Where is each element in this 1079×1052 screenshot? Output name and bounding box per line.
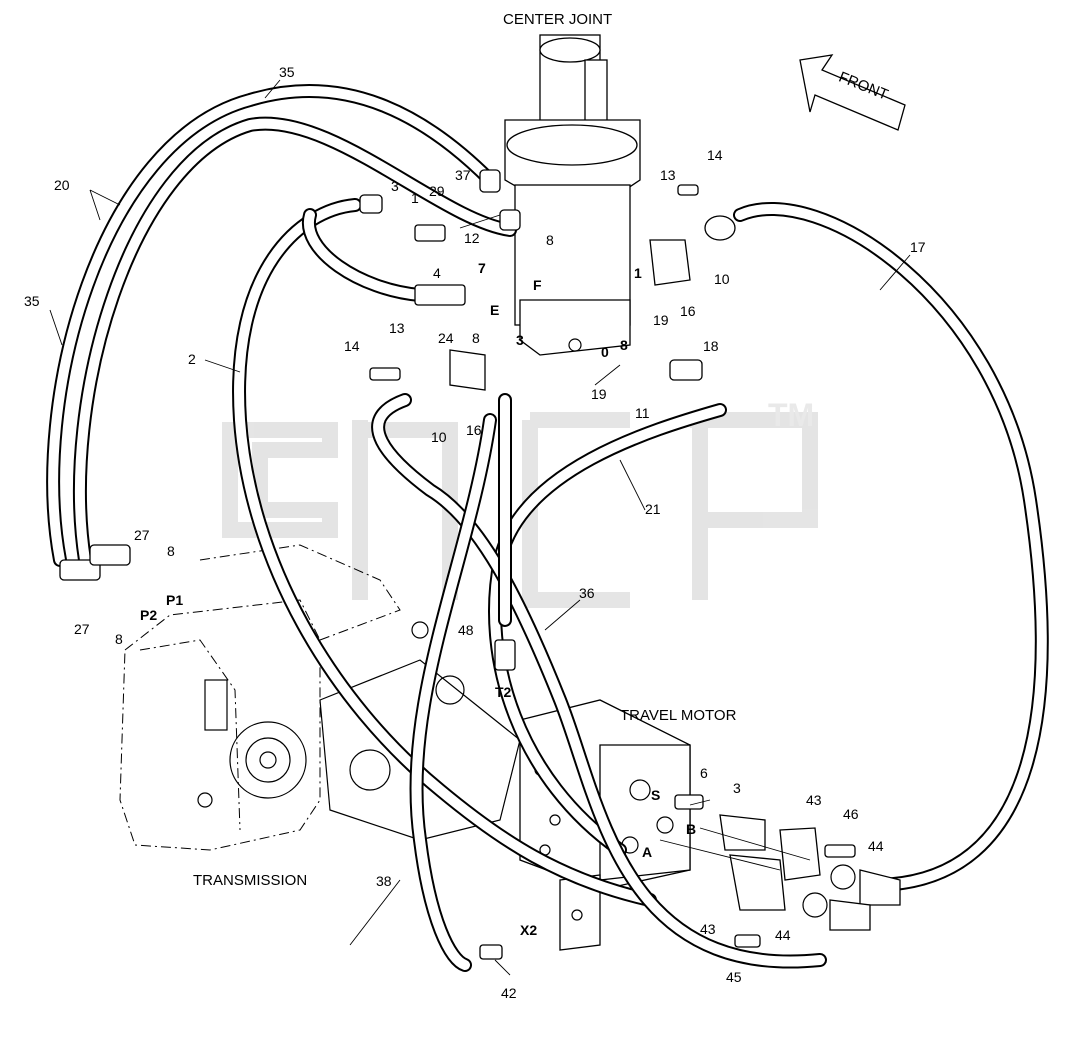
callout-24: 24 — [438, 330, 454, 346]
callout-8-upper: 8 — [546, 232, 554, 248]
callout-3-lower: 3 — [733, 780, 741, 796]
port-t2-label: T2 — [495, 684, 512, 700]
callout-8-mid: 8 — [472, 330, 480, 346]
callout-45: 45 — [726, 969, 742, 985]
hose-17 — [733, 202, 1049, 892]
hose-2 — [232, 198, 657, 907]
callout-35-top: 35 — [279, 64, 295, 80]
callout-44-lower: 44 — [775, 927, 791, 943]
callout-2: 2 — [188, 351, 196, 367]
callout-1: 1 — [411, 190, 419, 206]
callout-11: 11 — [635, 405, 650, 421]
callout-37: 37 — [455, 167, 471, 183]
callout-35-left: 35 — [24, 293, 40, 309]
hose-24-line — [301, 208, 427, 302]
port-1-label: 1 — [634, 265, 642, 281]
callout-48: 48 — [458, 622, 474, 638]
callouts: 35 35 20 2 3 1 29 37 12 4 8 24 8 13 14 1… — [24, 64, 926, 1001]
callout-27-lower: 27 — [74, 621, 90, 637]
callout-14-left: 14 — [344, 338, 360, 354]
port-7-label: 7 — [478, 260, 486, 276]
trademark-text: TM — [768, 397, 814, 433]
center-joint-body — [504, 34, 641, 356]
watermark: TM — [222, 397, 818, 608]
port-x2-label: X2 — [520, 922, 537, 938]
leader-lines — [49, 79, 911, 976]
callout-38: 38 — [376, 873, 392, 889]
port-e-label: E — [490, 302, 499, 318]
callout-16-left: 16 — [466, 422, 482, 438]
callout-19-lower: 19 — [591, 386, 607, 402]
travel-motor-title: TRAVEL MOTOR — [620, 707, 737, 724]
callout-10-left: 10 — [431, 429, 447, 445]
callout-36: 36 — [579, 585, 595, 601]
port-8-label: 8 — [620, 337, 628, 353]
callout-27-upper: 27 — [134, 527, 150, 543]
port-b-label: B — [686, 821, 696, 837]
port-a-label: A — [642, 844, 652, 860]
callout-3-upper: 3 — [391, 178, 399, 194]
transmission-title: TRANSMISSION — [193, 872, 307, 889]
center-joint-title: CENTER JOINT — [503, 11, 612, 28]
callout-18: 18 — [703, 338, 719, 354]
port-p1-label: P1 — [166, 592, 183, 608]
callout-17: 17 — [910, 239, 926, 255]
callout-4: 4 — [433, 265, 441, 281]
callout-6: 6 — [700, 765, 708, 781]
callout-43-upper: 43 — [806, 792, 822, 808]
callout-44-upper: 44 — [868, 838, 884, 854]
callout-29: 29 — [429, 183, 445, 199]
port-p2-label: P2 — [140, 607, 157, 623]
front-arrow: FRONT — [799, 54, 906, 131]
callout-14-right: 14 — [707, 147, 723, 163]
callout-16-right: 16 — [680, 303, 696, 319]
callout-8-p2: 8 — [115, 631, 123, 647]
callout-46: 46 — [843, 806, 859, 822]
fittings — [59, 169, 901, 960]
callout-8-p1: 8 — [167, 543, 175, 559]
callout-10-right: 10 — [714, 271, 730, 287]
callout-21: 21 — [645, 501, 661, 517]
callout-43-lower: 43 — [700, 921, 716, 937]
callout-42: 42 — [501, 985, 517, 1001]
hose-38 — [409, 413, 497, 972]
callout-13-right: 13 — [660, 167, 676, 183]
callout-19-upper: 19 — [653, 312, 669, 328]
callout-13-left: 13 — [389, 320, 405, 336]
hose-20 — [46, 84, 517, 567]
port-0-label: 0 — [601, 344, 609, 360]
callout-12: 12 — [464, 230, 480, 246]
port-3-label: 3 — [516, 332, 524, 348]
port-f-label: F — [533, 277, 542, 293]
callout-20: 20 — [54, 177, 70, 193]
port-s-label: S — [651, 787, 660, 803]
